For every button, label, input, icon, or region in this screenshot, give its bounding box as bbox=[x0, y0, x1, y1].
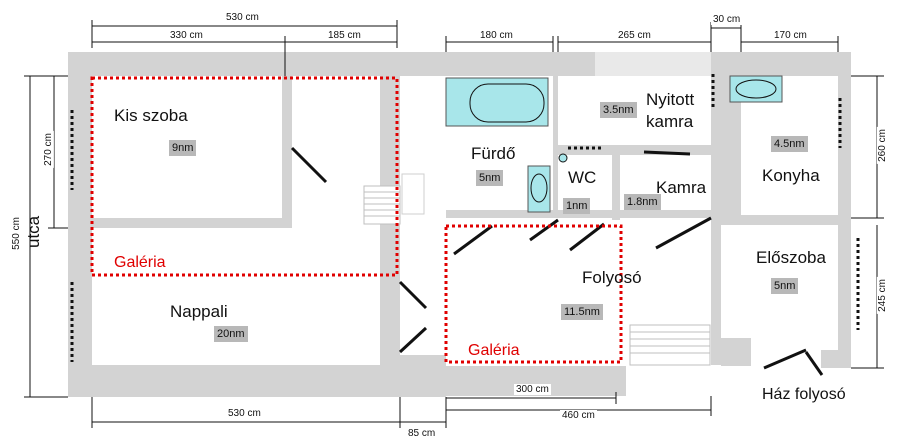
windows bbox=[70, 74, 860, 362]
dim-bottom-85: 85 cm bbox=[406, 428, 438, 439]
area-badge-eloszoba: 5nm bbox=[771, 278, 799, 294]
stairs bbox=[363, 173, 711, 366]
room-name-folyoso: Folyosó bbox=[582, 268, 642, 287]
dim-top-30: 30 cm bbox=[711, 14, 743, 25]
area-badge-folyoso: 11.5nm bbox=[561, 304, 603, 320]
area-badge-wc: 1nm bbox=[563, 198, 591, 214]
dim-bottom-460: 460 cm bbox=[560, 410, 597, 421]
room-name-eloszoba: Előszoba bbox=[756, 248, 826, 267]
dim-top-170: 170 cm bbox=[772, 30, 809, 41]
dim-bottom-530: 530 cm bbox=[226, 408, 263, 419]
dim-bottom-300: 300 cm bbox=[514, 384, 551, 395]
room-name-kamra: Kamra bbox=[656, 178, 707, 197]
area-badge-kamra: 1.8nm bbox=[624, 194, 661, 210]
room-name-nyitott-kamra-line1: Nyitott bbox=[646, 90, 695, 109]
room-name-wc: WC bbox=[568, 168, 597, 187]
dim-top-180: 180 cm bbox=[478, 30, 515, 41]
room-name-kis-szoba: Kis szoba bbox=[114, 106, 188, 125]
room-name-nyitott-kamra-line2: kamra bbox=[646, 112, 694, 131]
bathtub bbox=[445, 77, 549, 127]
kitchen-sink bbox=[729, 75, 783, 103]
gallery-outlines bbox=[90, 76, 623, 364]
house-corridor-label: Ház folyosó bbox=[762, 386, 846, 403]
dim-top-total-left: 530 cm bbox=[224, 12, 261, 23]
dim-right-260: 260 cm bbox=[876, 127, 888, 164]
dim-left-550: 550 cm bbox=[10, 215, 22, 252]
room-name-konyha: Konyha bbox=[762, 166, 820, 185]
dim-top-330: 330 cm bbox=[168, 30, 205, 41]
area-badge-nappali: 20nm bbox=[214, 326, 248, 342]
area-badge-kis-szoba: 9nm bbox=[169, 140, 197, 156]
street-label: utca bbox=[24, 215, 43, 248]
area-badge-konyha: 4.5nm bbox=[771, 136, 808, 152]
area-badge-furdo: 5nm bbox=[476, 170, 504, 186]
dim-top-185: 185 cm bbox=[326, 30, 363, 41]
room-name-nappali: Nappali bbox=[170, 302, 228, 321]
gallery-label-left: Galéria bbox=[114, 254, 166, 271]
dim-top-265: 265 cm bbox=[616, 30, 653, 41]
doors bbox=[290, 146, 824, 376]
dim-right-245: 245 cm bbox=[876, 277, 888, 314]
walls bbox=[68, 52, 851, 397]
area-badge-nyitott-kamra: 3.5nm bbox=[600, 102, 637, 118]
dim-left-270: 270 cm bbox=[42, 131, 54, 168]
room-name-furdo: Fürdő bbox=[471, 144, 516, 163]
toilet bbox=[527, 153, 568, 213]
gallery-label-right: Galéria bbox=[468, 342, 520, 359]
